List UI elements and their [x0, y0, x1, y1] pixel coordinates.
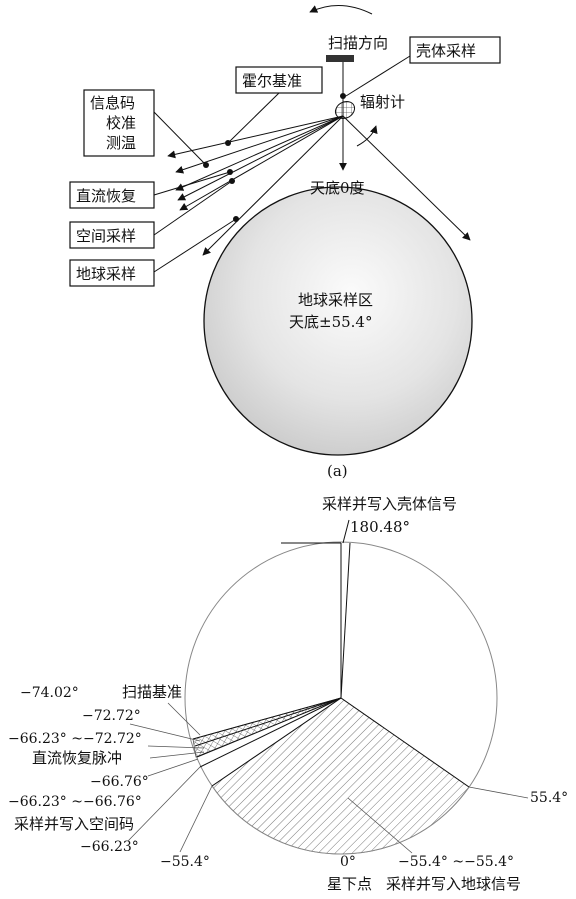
earth-leader	[153, 218, 237, 273]
info-leader	[153, 111, 207, 166]
leader-6676	[147, 758, 199, 777]
panel-a: 扫描方向 辐射计 霍尔基准 壳体采样 信息码 校准 测温 直流恢复 空间采样 地…	[69, 4, 501, 480]
leader-dc-pulse	[149, 751, 205, 759]
nadir-point-label: 星下点	[327, 875, 372, 893]
leader-pos554	[468, 786, 529, 799]
range-554-label: −55.4° ~−55.4°	[398, 854, 514, 870]
hall-leader	[227, 92, 280, 144]
hall-reference-box	[235, 66, 323, 94]
info-code-label-1: 信息码	[90, 94, 135, 112]
range-6623-6676-label: −66.23° ~−66.76°	[8, 794, 142, 810]
zero-deg-label: 0°	[340, 854, 356, 870]
scan-direction-arrow	[309, 4, 373, 15]
radial-6623	[199, 697, 342, 768]
radial-7402	[192, 697, 342, 740]
panel-b: 采样并写入壳体信号 180.48° −74.02° 扫描基准 −72.72° −…	[8, 495, 568, 893]
angle-180-label: 180.48°	[350, 518, 410, 536]
earth-sampling-label: 地球采样	[76, 265, 136, 283]
radial-pos554	[340, 697, 470, 788]
shell-sampling-leader	[345, 55, 411, 97]
shell-sampling-box	[409, 36, 501, 64]
leader-7402	[167, 702, 201, 736]
radial-6676	[196, 697, 342, 758]
angle-neg554-label: −55.4°	[160, 854, 210, 870]
space-leader	[153, 180, 233, 236]
info-code-box	[83, 89, 155, 157]
leader-range-7272	[147, 745, 205, 749]
radial-neg554	[211, 697, 342, 787]
shell-sample-dot	[340, 93, 346, 99]
earth-region-label: 地球采样区	[298, 291, 373, 309]
nadir-zero-label: 天底0度	[310, 179, 365, 197]
hall-reference-label: 霍尔基准	[242, 72, 302, 90]
leader-neg554	[179, 785, 213, 853]
scan-direction-label: 扫描方向	[328, 34, 388, 52]
range-6623-7272-label: −66.23° ~−72.72°	[8, 731, 142, 747]
scanner-bar	[326, 55, 354, 62]
caption-a: (a)	[327, 462, 348, 480]
nadir-range-label: 天底±55.4°	[289, 313, 372, 331]
space-sampling-label: 空间采样	[76, 227, 136, 245]
angle-6676-label: −66.76°	[90, 774, 149, 790]
radiometer-label: 辐射计	[360, 93, 405, 111]
earth-sampling-box	[69, 259, 155, 287]
scan-rays	[167, 115, 471, 256]
angle-180-leader	[342, 519, 350, 544]
info-code-label-3: 测温	[106, 134, 136, 152]
angle-pos554-label: 55.4°	[530, 790, 568, 806]
dc-restore-label: 直流恢复	[76, 187, 136, 205]
angle-7402-label: −74.02°	[20, 685, 79, 701]
shell-signal-label: 采样并写入壳体信号	[322, 495, 457, 513]
dc-leader	[153, 171, 231, 196]
earth-sector	[211, 697, 470, 855]
radiometer-icon	[334, 100, 356, 120]
leader-7272	[129, 723, 201, 742]
angle-7272-label: −72.72°	[82, 708, 141, 724]
earth-circle	[203, 186, 473, 456]
earth-signal-label: 采样并写入地球信号	[386, 875, 521, 893]
angle-6623-label: −66.23°	[80, 839, 139, 855]
leader-6623	[127, 766, 201, 842]
leader-earth-signal	[347, 797, 413, 854]
space-code-label: 采样并写入空间码	[14, 815, 134, 833]
shell-sampling-label: 壳体采样	[416, 42, 476, 60]
angle-180-radius	[340, 542, 351, 699]
info-code-label-2: 校准	[106, 114, 136, 132]
radial-7272	[194, 697, 342, 747]
rotation-arrow	[356, 125, 378, 147]
scan-ref-label: 扫描基准	[122, 683, 182, 701]
dc-pulse-label: 直流恢复脉冲	[32, 749, 122, 767]
